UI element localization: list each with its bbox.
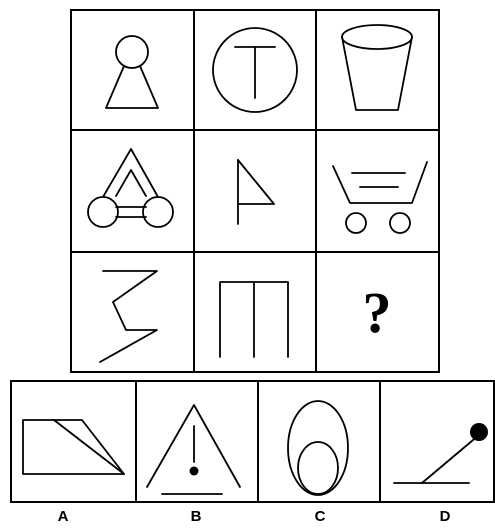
question-mark: ?: [363, 280, 392, 345]
cup-shape: [342, 25, 412, 110]
option-c-label: C: [300, 508, 340, 525]
option-c-shape: [288, 401, 348, 495]
option-d-ball: [470, 423, 488, 441]
keyhole-shape: [106, 36, 158, 108]
cart-shape: [333, 162, 427, 233]
zigzag-shape: [100, 271, 157, 362]
option-d-label: D: [425, 508, 465, 525]
bracket-shape: [220, 282, 288, 357]
option-b-label: B: [176, 508, 216, 525]
option-d-shape: [394, 435, 479, 483]
option-a-shape: [23, 420, 124, 474]
option-a-label: A: [43, 508, 83, 525]
triangle-circles-shape: [88, 149, 173, 227]
option-b-shape: [147, 405, 240, 494]
circle-t-shape: [213, 28, 297, 112]
option-b-dot: [190, 467, 199, 476]
flag-shape: [238, 160, 274, 224]
